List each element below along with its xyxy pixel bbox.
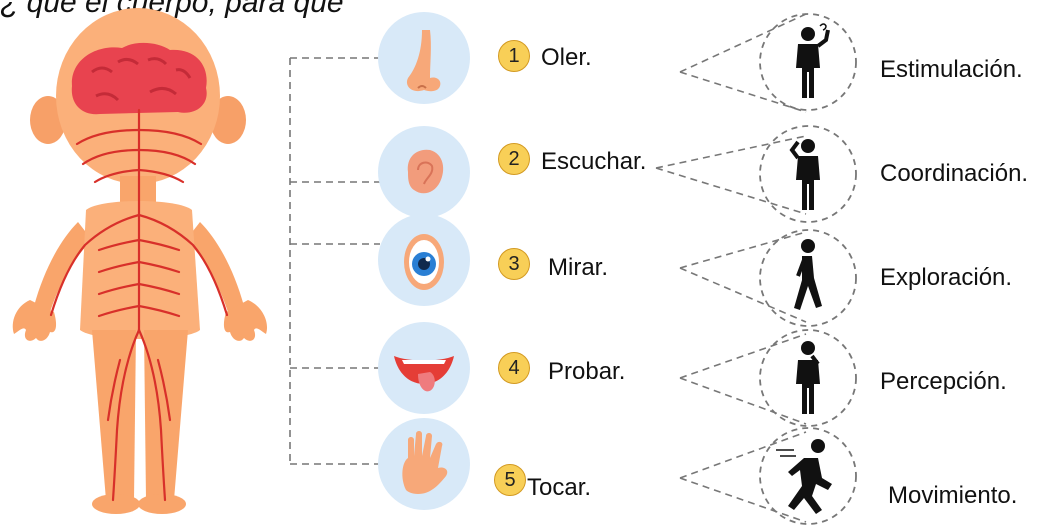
number-badge: 5 [494,464,526,496]
eye-icon [378,214,470,306]
number-badge: 2 [498,143,530,175]
result-label: Coordinación. [880,160,1029,187]
result-label: Movimiento. [888,482,1018,509]
header-text: ¿ qué el cuerpo, para qué [0,0,344,19]
nervous-system-body-illustration [12,8,268,514]
result-label: Percepción. [880,368,1007,395]
number-badge: 1 [498,40,530,72]
person-phone-icon [789,139,820,210]
sense-label: Oler. [541,44,592,71]
hand-icon [378,418,470,510]
number-badge: 4 [498,352,530,384]
person-running-icon [776,439,832,514]
result-label: Estimulación. [880,56,1023,83]
person-eating-icon [796,341,820,414]
number-badge: 3 [498,248,530,280]
mouth-icon [378,322,470,414]
sense-label: Tocar. [527,474,592,501]
ear-icon [378,126,470,218]
sense-label: Mirar. [548,254,608,281]
sense-label: Escuchar. [541,148,647,175]
sense-label: Probar. [548,358,626,385]
person-walking-icon [794,239,822,310]
result-label: Exploración. [880,264,1013,291]
person-thinking-icon [796,23,830,98]
nose-icon [378,12,470,104]
